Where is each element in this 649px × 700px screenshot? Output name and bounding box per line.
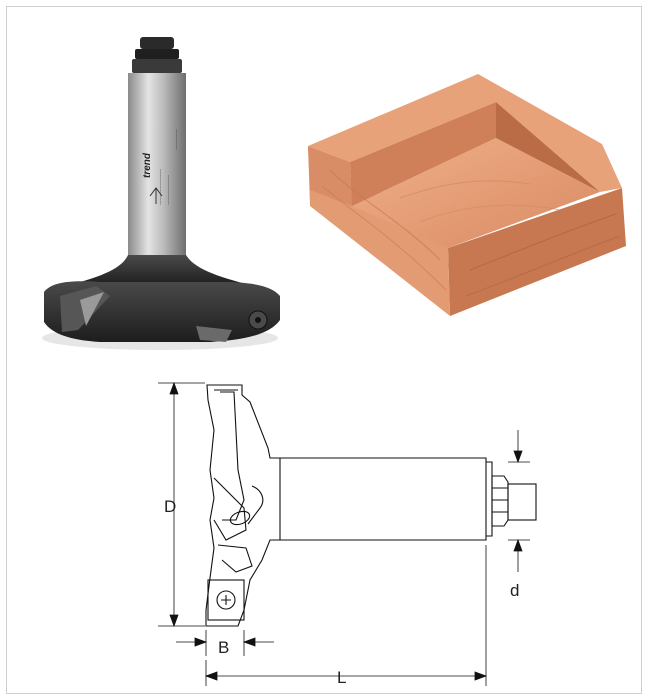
wood-top-rim [308,74,622,192]
shank-engraving-3: ┄┄┄┄┄┄┄ [174,129,180,150]
brand-logo: trend [142,152,153,178]
dim-L-arrows [204,671,488,681]
cutter-lower-facet [217,544,253,573]
wood-left-lip [308,146,352,206]
grain-line-1 [329,169,441,261]
grain-line-3 [469,213,617,271]
router-cutter-photo: trend ┄┄┄┄┄┄┄┄┄┄┄┄ ┄┄┄┄┄┄┄┄┄┄ ┄┄┄┄┄┄┄ [42,37,280,350]
dim-B-arrows [194,637,256,647]
shank-outline [280,457,487,541]
image-frame [6,6,642,694]
dim-d-extension [508,461,530,541]
top-collar [132,59,182,73]
dimension-lines [158,381,530,686]
technical-drawing [205,384,537,627]
tip-highlight-left [80,292,104,326]
dim-L-label: L [337,668,346,687]
body-flare [66,255,254,286]
top-nut [140,37,174,49]
wood-rebate-floor [352,138,600,248]
dim-D-arrows [169,381,179,628]
carbide-tip-front [196,326,232,342]
dim-d-label: d [510,581,519,600]
nut-outline [491,475,509,527]
cutter-flute-line [220,391,245,521]
shank-engraving-2: ┄┄┄┄┄┄┄┄┄┄ [166,175,172,205]
dim-L-extension [205,545,487,686]
insert-screw-torx [221,595,231,605]
shank [128,73,186,273]
wood-inner-wall-back [350,102,496,206]
wood-inner-wall-right [496,102,600,192]
wood-workpiece [308,74,626,316]
insert-outline [207,579,245,621]
cutter-hole [229,510,251,526]
dim-B-label: B [218,638,229,657]
bearing-outline [507,483,537,521]
cutter-tip-face [213,477,247,541]
insert-screw [216,590,236,610]
cutter-head-outline [205,384,281,627]
dim-D-extension [158,382,205,627]
dim-B-extension [205,630,245,656]
wood-right-face [448,188,626,316]
shank-arrow-mark [149,187,163,204]
nut-flats [492,487,508,513]
grain-line-2 [321,185,447,291]
dim-d-arrows [513,450,523,552]
cutter-gullet [247,485,264,525]
tip-screw-hole [255,317,261,323]
grain-line-6 [419,204,561,223]
grain-line-4 [465,235,621,297]
shank-engraving-1: ┄┄┄┄┄┄┄┄┄┄┄┄ [158,169,164,205]
grain-line-5 [399,180,531,199]
shank-end [486,461,493,537]
dim-D-label: D [164,497,176,516]
top-bearing [135,49,179,59]
